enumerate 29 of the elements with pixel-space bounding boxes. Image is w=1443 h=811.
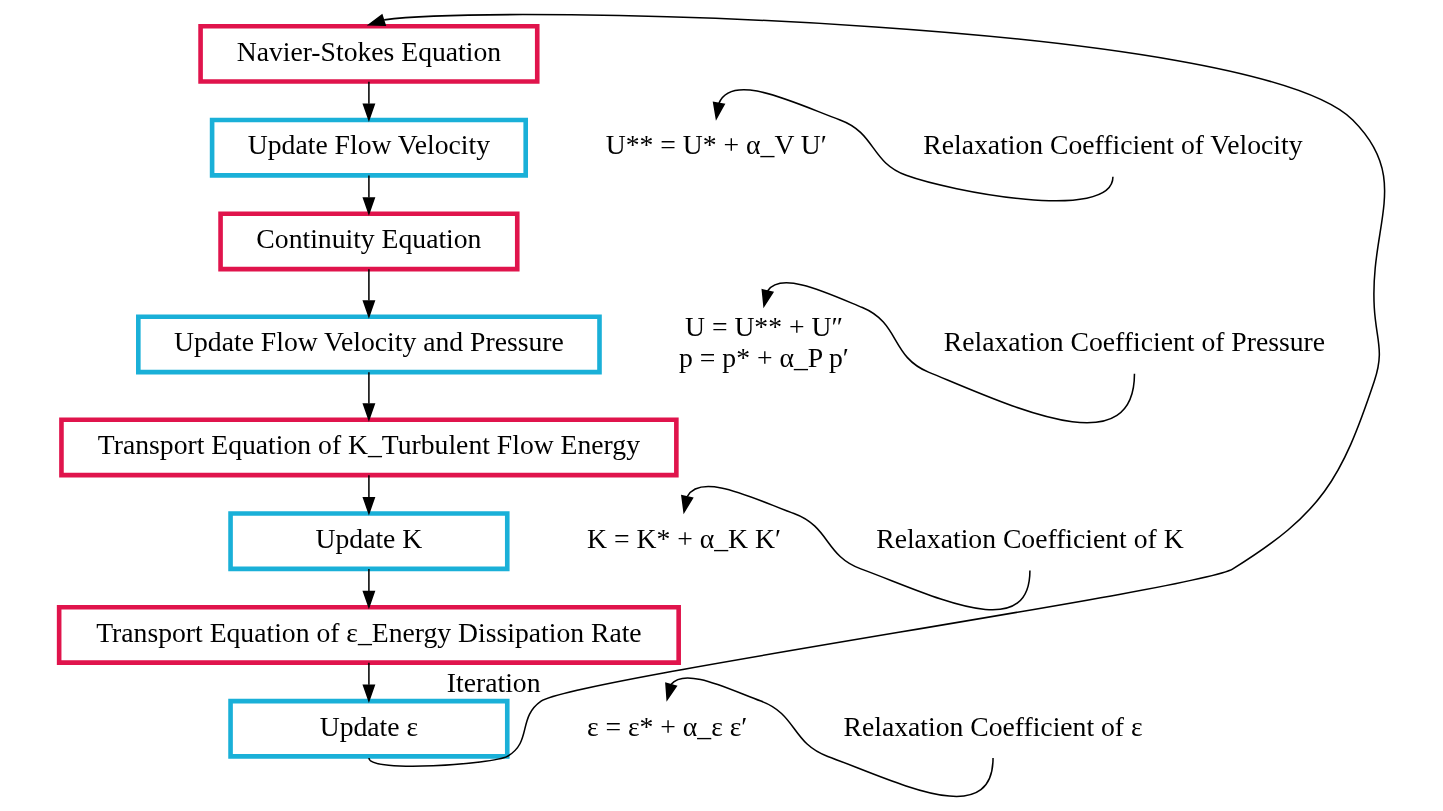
arrow bbox=[361, 174, 375, 216]
arrow bbox=[361, 474, 375, 516]
node-text: Relaxation Coefficient of Velocity bbox=[922, 129, 1303, 161]
arrow bbox=[361, 371, 375, 422]
node-box: Update Flow Velocity and Pressure bbox=[135, 314, 602, 375]
node-box: Update K bbox=[227, 511, 510, 572]
node-box: Transport Equation of K_Turbulent Flow Energy bbox=[58, 417, 679, 478]
arrow bbox=[712, 89, 1114, 202]
arrow bbox=[361, 568, 375, 610]
node-box: Update Flow Velocity bbox=[209, 117, 528, 178]
arrow bbox=[760, 282, 1135, 424]
arrow bbox=[366, 13, 1385, 767]
arrow bbox=[680, 485, 1031, 611]
node-text: U** = U* + α_V U′ bbox=[605, 129, 827, 161]
node-text: Relaxation Coefficient of Pressure bbox=[943, 326, 1325, 358]
node-text: K = K* + α_K K′ bbox=[586, 522, 781, 554]
node-box: Continuity Equation bbox=[217, 211, 520, 272]
node-text: Relaxation Coefficient of ε bbox=[842, 710, 1143, 742]
arrow bbox=[361, 661, 375, 704]
node-text: U = U** + U″ p = p* + α_P p′ bbox=[678, 310, 849, 373]
node-box: Update ε bbox=[227, 698, 510, 759]
node-text: Relaxation Coefficient of K bbox=[875, 522, 1184, 554]
node-text: ε = ε* + α_ε ε′ bbox=[586, 710, 747, 742]
edge-label: Iteration bbox=[446, 666, 540, 698]
arrow bbox=[664, 677, 994, 798]
arrow bbox=[361, 80, 375, 122]
node-box: Navier-Stokes Equation bbox=[197, 23, 540, 84]
arrow bbox=[361, 268, 375, 319]
node-box: Transport Equation of ε_Energy Dissipation Rate bbox=[56, 605, 681, 665]
